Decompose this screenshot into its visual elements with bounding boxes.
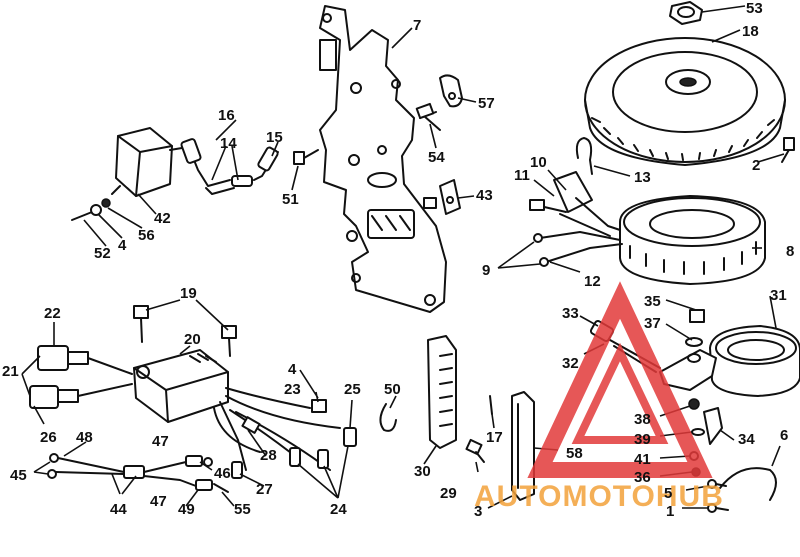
- screw-part-17: [489, 395, 493, 415]
- callout-label: 18: [742, 23, 759, 40]
- screw-part-51: [293, 149, 319, 165]
- callout-label: 57: [478, 95, 495, 112]
- callout-label: 42: [154, 210, 171, 227]
- power-pack-screws: [133, 305, 237, 357]
- terminal-block-part: [427, 335, 457, 449]
- callout-label: 39: [634, 431, 651, 448]
- callout-label: 41: [634, 451, 651, 468]
- screw-part-29: [465, 438, 485, 463]
- callout-label: 36: [634, 469, 651, 486]
- terminal-part-55: [213, 483, 229, 493]
- callout-labels: 53 18 7 57 16 14 15 54 51 2 10 11 13 42 …: [2, 0, 794, 520]
- power-pack-part: [133, 349, 229, 423]
- flywheel-part: [584, 37, 786, 166]
- cover-part-58: [511, 391, 535, 501]
- callout-label: 45: [10, 467, 27, 484]
- watermark-text: AUTOMOTOHUB: [474, 480, 724, 513]
- callout-label: 32: [562, 355, 579, 372]
- callout-label: 25: [344, 381, 361, 398]
- callout-label: 1: [666, 503, 674, 520]
- callout-label: 16: [218, 107, 235, 124]
- callout-label: 38: [634, 411, 651, 428]
- callout-label: 22: [44, 305, 61, 322]
- callout-label: 44: [110, 501, 127, 518]
- callout-label: 13: [634, 169, 651, 186]
- power-pack-connectors: [29, 345, 133, 409]
- callout-label: 6: [780, 427, 788, 444]
- screw-part-2: [781, 137, 795, 163]
- callout-label: 47: [152, 433, 169, 450]
- stator-wires-connectors: [529, 171, 623, 267]
- watermark-logo: AUTOMOTOHUB: [474, 281, 724, 513]
- clamp-loop-part-13: [575, 137, 593, 175]
- callout-label: 19: [180, 285, 197, 302]
- timer-base-part: [709, 325, 800, 397]
- mounting-bracket-plate: [319, 5, 447, 313]
- callout-label: 47: [150, 493, 167, 510]
- callout-label: 52: [94, 245, 111, 262]
- callout-label: 50: [384, 381, 401, 398]
- callout-label: 28: [260, 447, 277, 464]
- armature-plate-part: [659, 349, 717, 391]
- screw-part-54: [415, 102, 441, 131]
- callout-label: 34: [738, 431, 755, 448]
- callout-label: 8: [786, 243, 794, 260]
- callout-label: 31: [770, 287, 787, 304]
- callout-label: 3: [474, 503, 482, 520]
- callout-label: 37: [644, 315, 661, 332]
- callout-label: 14: [220, 135, 237, 152]
- callout-label: 58: [566, 445, 583, 462]
- callout-label: 11: [514, 167, 530, 184]
- callout-label: 27: [256, 481, 273, 498]
- stator-assembly-part: [619, 195, 766, 285]
- ignition-coil-part: [111, 127, 183, 197]
- callout-label: 20: [184, 331, 201, 348]
- callout-label: 43: [476, 187, 493, 204]
- screws-part-5-1: [707, 479, 729, 513]
- clamp-part-43: [423, 179, 461, 215]
- power-pack-harness: [213, 387, 357, 479]
- flywheel-nut-part: [669, 1, 703, 25]
- callout-label: 10: [530, 154, 547, 171]
- callout-label: 9: [482, 262, 490, 279]
- callout-label: 51: [282, 191, 299, 208]
- callout-label: 30: [414, 463, 431, 480]
- callout-label: 4: [288, 361, 297, 378]
- clamp-part-50: [379, 403, 397, 432]
- callout-label: 33: [562, 305, 579, 322]
- callout-label: 24: [330, 501, 347, 518]
- callout-label: 54: [428, 149, 445, 166]
- callout-label: 21: [2, 363, 19, 380]
- callout-label: 5: [664, 485, 672, 502]
- callout-label: 17: [486, 429, 503, 446]
- callout-label: 55: [234, 501, 251, 518]
- callout-label: 29: [440, 485, 457, 502]
- callout-label: 4: [118, 237, 127, 254]
- callout-label: 7: [413, 17, 421, 34]
- coil-screw-washer-nut: [71, 198, 111, 221]
- callout-label: 56: [138, 227, 155, 244]
- callout-label: 26: [40, 429, 57, 446]
- callout-label: 46: [214, 465, 231, 482]
- screw-washer-35-37: [685, 309, 705, 347]
- callout-label: 35: [644, 293, 661, 310]
- callout-label: 48: [76, 429, 93, 446]
- callout-label: 23: [284, 381, 301, 398]
- callout-label: 2: [752, 157, 760, 174]
- ground-leads: [47, 453, 213, 491]
- callout-label: 53: [746, 0, 763, 17]
- callout-label: 15: [266, 129, 283, 146]
- clamp-part-57: [439, 74, 463, 108]
- clamp-loop-part-6: [719, 467, 777, 501]
- callout-label: 49: [178, 501, 195, 518]
- callout-label: 12: [584, 273, 601, 290]
